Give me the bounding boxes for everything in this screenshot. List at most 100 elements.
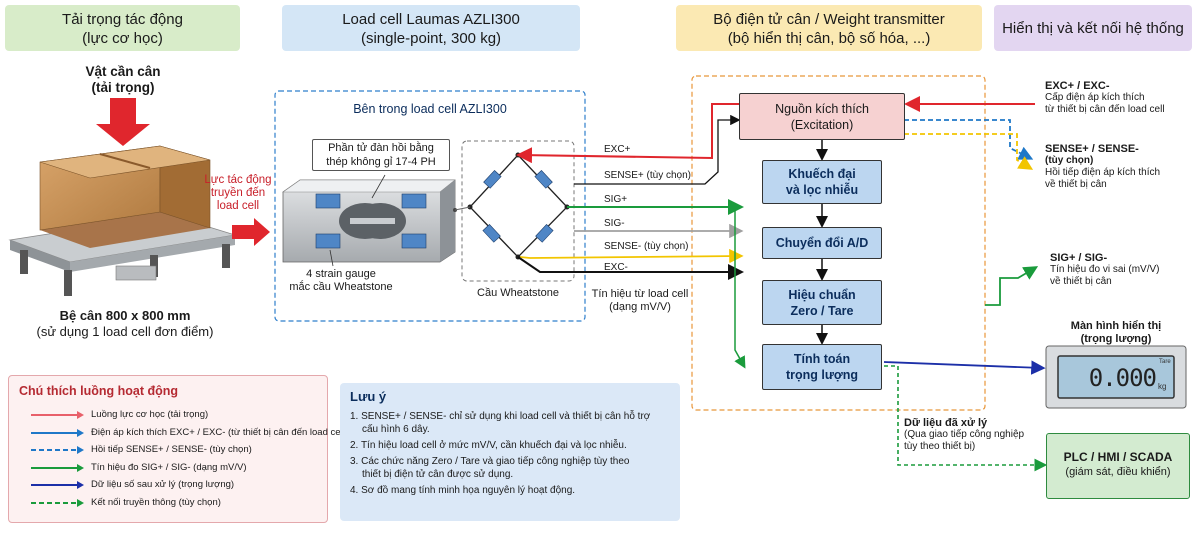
bridge-label: Cầu Wheatstone — [477, 287, 559, 299]
note-2-line1: 2. Tín hiệu load cell ở mức mV/V, cần kh… — [350, 440, 627, 451]
legend-line-swatch — [31, 411, 84, 419]
label-sig-plus: SIG+ — [604, 194, 628, 205]
note-1-line2: cấu hình 6 dây. — [362, 424, 430, 435]
block-amplifier-line1: Khuếch đại — [788, 167, 856, 181]
plc-box: PLC / HMI / SCADA (giám sát, điều khiển) — [1046, 433, 1190, 499]
display-screen-device — [1045, 345, 1187, 409]
wheatstone-bridge — [469, 154, 568, 258]
loadcell-panel-title: Bên trong load cell AZLI300 — [353, 102, 507, 116]
note-item-1: 1. SENSE+ / SENSE- chỉ sử dụng khi load … — [350, 410, 670, 436]
legend-panel: Chú thích luồng hoạt động Luồng lực cơ h… — [8, 375, 348, 523]
block-calibration-line1: Hiệu chuẩn — [788, 287, 856, 302]
gauge-label-line1: 4 strain gauge — [306, 268, 376, 280]
block-amplifier-line2: và lọc nhiễu — [785, 183, 859, 197]
note-4-line1: 4. Sơ đồ mang tính minh họa nguyên lý ho… — [350, 485, 576, 496]
right-sig-title: SIG+ / SIG- — [1050, 252, 1108, 264]
scale-platform-illustration — [8, 145, 236, 296]
block-compute-line2: trọng lượng — [785, 368, 859, 382]
loadcell-body-illustration — [282, 179, 457, 263]
legend-line-swatch — [31, 498, 84, 507]
right-exc-line1: Cấp điện áp kích thích — [1045, 92, 1145, 103]
header-loadcell: Load cell Laumas AZLI300 (single-point, … — [282, 5, 580, 51]
header-load-line2: (lực cơ học) — [82, 30, 163, 47]
wire-sense-plus — [574, 114, 741, 185]
legend-row-label: Hồi tiếp SENSE+ / SENSE- (tùy chọn) — [91, 444, 252, 455]
right-sig-line2: về thiết bị cân — [1050, 276, 1112, 287]
element-label-line2: thép không gỉ 17-4 PH — [326, 156, 436, 168]
legend-line-swatch — [31, 446, 84, 454]
right-sense-note: SENSE+ / SENSE- (tùy chọn) Hồi tiếp điện… — [1045, 143, 1195, 191]
right-sig-line1: Tín hiệu đo vi sai (mV/V) — [1050, 264, 1160, 275]
weight-label-line1: Vật cần cân — [85, 64, 161, 79]
cell-to-bridge-wire — [454, 206, 471, 211]
plc-line1: (giám sát, điều khiển) — [1065, 466, 1171, 478]
platform-label-line2: (sử dụng 1 load cell đơn điểm) — [36, 324, 214, 339]
compute-to-screen — [883, 360, 1046, 375]
legend-line-swatch — [31, 428, 84, 437]
gauge-label-line2: mắc cầu Wheatstone — [289, 281, 393, 293]
block-compute-line1: Tính toán — [793, 352, 851, 366]
legend-line-swatch — [31, 463, 84, 472]
note-3-line1: 3. Các chức năng Zero / Tare và giao tiế… — [350, 456, 630, 467]
processed-line2: tùy theo thiết bị) — [904, 441, 976, 452]
right-sense-line0: (tùy chọn) — [1045, 155, 1094, 166]
right-exc-title: EXC+ / EXC- — [1045, 80, 1110, 92]
bridge-nodes — [467, 152, 570, 260]
block-adc-line1: Chuyển đổi A/D — [775, 236, 869, 250]
label-sense-minus: SENSE- (tùy chọn) — [604, 241, 689, 252]
legend-row-label: Dữ liệu số sau xử lý (trọng lượng) — [91, 479, 235, 490]
legend-row-label: Luồng lực cơ học (tải trọng) — [91, 409, 209, 420]
note-3-line2: thiết bị điện tử cân được sử dụng. — [362, 469, 514, 480]
legend-row-label: Tín hiệu đo SIG+ / SIG- (dạng mV/V) — [91, 461, 247, 473]
legend-title: Chú thích luồng hoạt động — [19, 384, 178, 398]
bridge-resistors — [482, 169, 554, 243]
signal-note-line2: (dạng mV/V) — [609, 301, 671, 313]
note-item-2: 2. Tín hiệu load cell ở mức mV/V, cần kh… — [350, 439, 670, 452]
block-excitation-line1: Nguồn kích thích — [775, 101, 869, 116]
legend-line-swatch — [31, 481, 84, 489]
header-loadcell-line1: Load cell Laumas AZLI300 — [342, 11, 520, 28]
block-calibration: Hiệu chuẩn Zero / Tare — [762, 280, 882, 325]
wire-signal-to-compute — [734, 207, 746, 369]
header-load: Tải trọng tác động (lực cơ học) — [5, 5, 240, 51]
force-label-line3: load cell — [216, 200, 260, 212]
processed-title: Dữ liệu đã xử lý — [904, 417, 988, 429]
legend-row-label: Kết nối truyền thông (tùy chọn) — [91, 496, 221, 508]
right-exc-note: EXC+ / EXC- Cấp điện áp kích thích từ th… — [1045, 80, 1195, 116]
header-display: Hiển thị và kết nối hệ thống — [994, 5, 1192, 51]
screen-title-line1: Màn hình hiển thị — [1070, 320, 1162, 332]
weight-label: Vật cần cân (tải trọng) — [60, 64, 186, 96]
weight-label-line2: (tải trọng) — [91, 80, 155, 95]
processed-data-note: Dữ liệu đã xử lý (Qua giao tiếp công ngh… — [904, 417, 1046, 453]
wire-exc-plus — [516, 103, 740, 164]
screen-tare-tag: Tare — [1159, 359, 1171, 365]
processed-line1: (Qua giao tiếp công nghiệp — [904, 429, 1025, 440]
platform-label-line1: Bệ cân 800 x 800 mm — [59, 308, 191, 323]
header-transmitter: Bộ điện tử cân / Weight transmitter (bộ … — [676, 5, 982, 51]
note-item-3: 3. Các chức năng Zero / Tare và giao tiế… — [350, 455, 670, 481]
right-sense-yellow — [904, 133, 1034, 170]
header-display-line1: Hiển thị và kết nối hệ thống — [1002, 20, 1184, 37]
block-excitation-line2: (Excitation) — [790, 117, 854, 132]
element-label: Phần tử đàn hồi bằng thép không gỉ 17-4 … — [312, 139, 450, 171]
right-sig-arrow — [985, 266, 1039, 306]
notes-title: Lưu ý — [350, 389, 387, 404]
label-exc-minus: EXC- — [604, 262, 628, 273]
header-transmitter-line1: Bộ điện tử cân / Weight transmitter — [713, 11, 945, 28]
right-sense-line2: về thiết bị cân — [1045, 179, 1107, 190]
screen-title: Màn hình hiển thị (trọng lượng) — [1046, 320, 1186, 346]
force-label-line2: truyền đến — [210, 187, 266, 199]
gauge-leader — [329, 249, 334, 267]
wire-sense-minus — [519, 248, 744, 264]
label-sig-minus: SIG- — [604, 218, 625, 229]
block-adc: Chuyển đổi A/D — [762, 227, 882, 259]
screen-readout: 0.000 — [1088, 364, 1157, 392]
weight-arrow — [96, 98, 150, 146]
element-leader — [371, 174, 386, 199]
force-label: Lực tác động truyền đến load cell — [196, 174, 280, 213]
wire-exc-minus — [517, 256, 744, 280]
screen-unit: kg — [1158, 382, 1167, 391]
right-sense-title: SENSE+ / SENSE- — [1045, 143, 1139, 155]
signal-note: Tín hiệu từ load cell (dạng mV/V) — [582, 288, 698, 314]
